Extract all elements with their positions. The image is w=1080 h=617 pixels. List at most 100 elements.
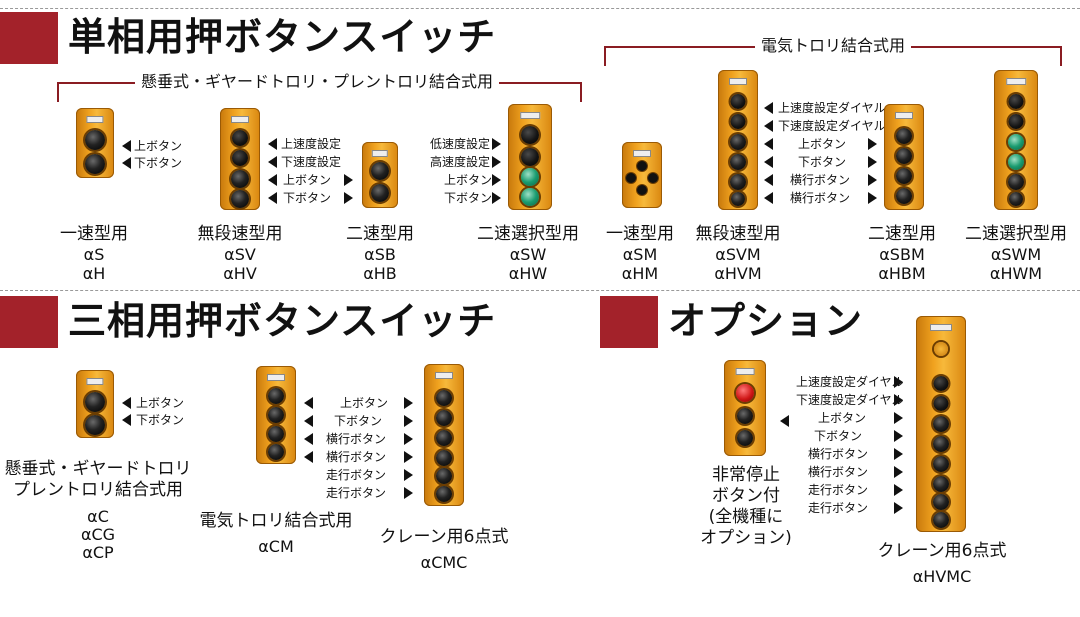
- group-label-left: 懸垂式・ギヤードトロリ・プレントロリ結合式用: [134, 74, 500, 90]
- model-as: αS: [83, 245, 105, 264]
- model-ahbm: αHBM: [878, 264, 926, 283]
- arrow-icon: [304, 397, 313, 409]
- arrow-icon: [304, 451, 313, 463]
- divider-top: [0, 8, 1080, 9]
- model-aswm: αSWM: [990, 245, 1042, 264]
- caption-ahvmc: クレーン用6点式: [877, 541, 1007, 561]
- arrow-icon: [764, 192, 773, 204]
- section-marker-single: [0, 12, 58, 64]
- label-up: 上ボタン: [283, 173, 332, 187]
- label-down: 下ボタン: [443, 191, 492, 205]
- arrow-icon: [122, 397, 131, 409]
- pendant-asm: [622, 142, 662, 208]
- label-travel: 走行ボタン: [326, 468, 387, 482]
- pendant-asb: [362, 142, 398, 208]
- model-asb: αSB: [364, 245, 396, 264]
- divider-middle: [0, 290, 1080, 291]
- arrow-icon: [894, 394, 903, 406]
- label-up-speed-dial: 上速度設定ダイヤル: [778, 101, 886, 115]
- label-travel: 走行ボタン: [808, 483, 869, 497]
- label-traverse: 横行ボタン: [790, 191, 851, 205]
- model-asw: αSW: [509, 245, 547, 264]
- label-up: 上ボタン: [443, 173, 492, 187]
- label-up: 上ボタン: [798, 137, 847, 151]
- pendant-acmc: [424, 364, 464, 506]
- caption-as: 一速型用: [60, 224, 128, 244]
- label-down: 下ボタン: [814, 429, 863, 443]
- model-acmc: αCMC: [420, 553, 468, 572]
- arrow-icon: [344, 174, 353, 186]
- pendant-asw: [508, 104, 552, 210]
- label-high-speed: 高速度設定: [429, 155, 490, 169]
- model-ahwm: αHWM: [989, 264, 1043, 283]
- arrow-icon: [780, 415, 789, 427]
- section-title-single: 単相用押ボタンスイッチ: [68, 15, 497, 59]
- arrow-icon: [868, 192, 877, 204]
- label-travel: 走行ボタン: [326, 486, 387, 500]
- arrow-icon: [344, 192, 353, 204]
- label-down: 下ボタン: [134, 156, 183, 170]
- pendant-asvm: [718, 70, 758, 210]
- model-ahvmc: αHVMC: [912, 567, 972, 586]
- arrow-icon: [894, 376, 903, 388]
- arrow-icon: [122, 157, 131, 169]
- arrow-icon: [868, 156, 877, 168]
- model-asm: αSM: [622, 245, 658, 264]
- arrow-icon: [894, 502, 903, 514]
- arrow-icon: [492, 138, 501, 150]
- group-label-right: 電気トロリ結合式用: [754, 38, 912, 54]
- arrow-icon: [894, 430, 903, 442]
- section-title-three: 三相用押ボタンスイッチ: [68, 299, 497, 343]
- caption-ac-line1: 懸垂式・ギヤードトロリ: [4, 459, 192, 479]
- pendant-aswm: [994, 70, 1038, 210]
- arrow-icon: [122, 140, 131, 152]
- arrow-icon: [492, 192, 501, 204]
- label-traverse: 横行ボタン: [326, 450, 387, 464]
- arrow-icon: [404, 451, 413, 463]
- arrow-icon: [868, 174, 877, 186]
- label-up: 上ボタン: [340, 396, 389, 410]
- arrow-icon: [894, 412, 903, 424]
- arrow-icon: [894, 448, 903, 460]
- arrow-icon: [764, 174, 773, 186]
- section-marker-option: [600, 296, 658, 348]
- label-down-speed: 下速度設定: [281, 155, 342, 169]
- arrow-icon: [268, 156, 277, 168]
- caption-asb: 二速型用: [346, 224, 414, 244]
- arrow-icon: [764, 102, 773, 114]
- arrow-icon: [764, 138, 773, 150]
- model-ahb: αHB: [363, 264, 397, 283]
- arrow-icon: [404, 487, 413, 499]
- label-up-speed-dial: 上速度設定ダイヤル: [796, 375, 904, 389]
- label-up: 上ボタン: [818, 411, 867, 425]
- caption-ac-line2: プレントロリ結合式用: [13, 480, 183, 500]
- label-traverse: 横行ボタン: [790, 173, 851, 187]
- caption-asbm: 二速型用: [868, 224, 936, 244]
- label-down-speed-dial: 下速度設定ダイヤル: [796, 393, 904, 407]
- arrow-icon: [868, 138, 877, 150]
- arrow-icon: [304, 415, 313, 427]
- arrow-icon: [764, 156, 773, 168]
- pendant-ac: [76, 370, 114, 438]
- model-asbm: αSBM: [879, 245, 925, 264]
- estop-caption-line4: オプション): [700, 528, 792, 548]
- label-traverse: 横行ボタン: [808, 447, 869, 461]
- arrow-icon: [304, 433, 313, 445]
- label-up-speed: 上速度設定: [281, 137, 342, 151]
- section-title-option: オプション: [668, 299, 864, 343]
- arrow-icon: [492, 174, 501, 186]
- model-ahv: αHV: [223, 264, 257, 283]
- label-traverse: 横行ボタン: [326, 432, 387, 446]
- label-down-speed-dial: 下速度設定ダイヤル: [778, 119, 886, 133]
- caption-asw: 二速選択型用: [477, 224, 579, 244]
- label-low-speed: 低速度設定: [429, 137, 490, 151]
- model-acg: αCG: [80, 525, 116, 544]
- arrow-icon: [268, 192, 277, 204]
- caption-acm: 電気トロリ結合式用: [199, 511, 353, 531]
- pendant-estop: [724, 360, 766, 456]
- arrow-icon: [268, 174, 277, 186]
- arrow-icon: [764, 120, 773, 132]
- arrow-icon: [268, 138, 277, 150]
- model-asvm: αSVM: [715, 245, 761, 264]
- arrow-icon: [894, 466, 903, 478]
